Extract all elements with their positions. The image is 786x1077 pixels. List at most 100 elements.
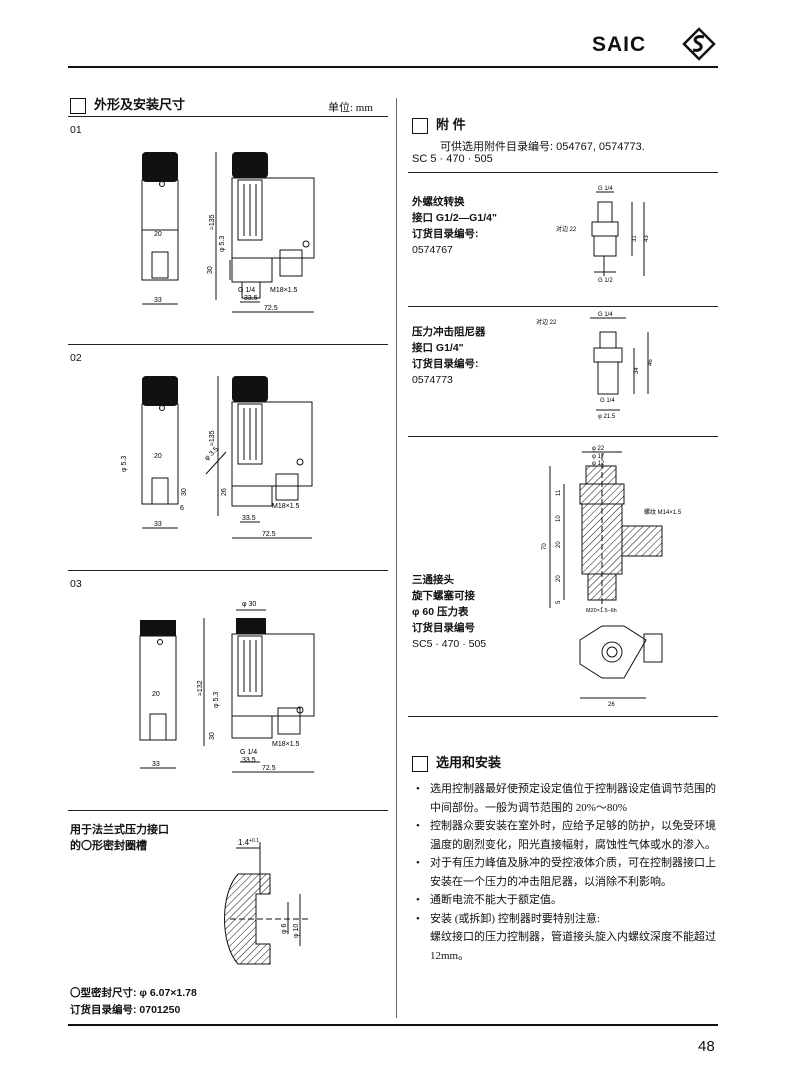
damper-drawing: 对边 22 G 1/4 34 46 G 1/4 φ 21.5 [536,312,654,420]
tee-dim-v3: 20 [556,541,562,548]
tee-dim-w: 26 [608,702,615,708]
v02-dim-w1: 20 [154,453,162,460]
selection-note: 螺纹接口的压力控制器，管道接头旋入内螺纹深度不能超过 12mm。 [430,931,716,962]
flange-dim-a: φ 6 [281,924,288,934]
section-title-dimensions: 外形及安装尺寸 [70,94,185,114]
adapter-dim-bottom: G 1/2 [598,278,613,284]
tee-line-4: 订货目录编号 [412,622,475,634]
footer-rule [68,1024,718,1026]
tee-dim-side: 螺纹 M14×1.5 [644,508,682,516]
unit-label: 单位: mm [328,102,373,114]
tee-dim-v6: 5 [556,600,562,604]
left-rule-4 [68,810,388,811]
v01-dim-thread-side: M18×1.5 [270,287,298,294]
right-rule-3 [408,436,718,437]
checkbox-icon [70,97,86,114]
flange-drawing: 1.4+0.1 φ 6 φ 10 [224,838,310,965]
section-title-selection: 选用和安装 [412,752,501,772]
v03-dim-w3: 33.5 [242,757,256,764]
v01-dim-d2: 30 [207,266,214,274]
damper-dim-bottom: G 1/4 [600,398,615,404]
tee-dim-v4: 70 [542,543,548,550]
tee-dim-v2: 10 [556,515,562,522]
tee-line-5: SC5 · 470 · 505 [412,638,487,650]
flange-dim-top: 1.4+0.1 [238,838,259,847]
v03-dim-top: φ 30 [242,601,256,608]
tee-line-2: 旋下螺塞可接 [412,590,475,602]
damper-line-1: 压力冲击阻尼器 [412,326,486,338]
v01-dim-h: ≈135 [209,214,216,230]
tee-line-1: 三通接头 [412,574,454,586]
damper-text: 压力冲击阻尼器 接口 G1/4" 订货目录编号: 0574773 [412,324,486,388]
adapter-line-1: 外螺纹转换 [412,196,465,208]
v01-dim-w4: 72.5 [264,305,278,312]
v01-dim-w3: 33.5 [244,295,258,302]
selection-list-wrap: 选用控制器最好使预定设定值位于控制器设定值调节范围的中间部份。一般为调节范围的 … [416,780,716,965]
flange-oring-label: 〇型密封尺寸: φ 6.07×1.78 [70,987,197,999]
v03-dim-d2: 30 [209,732,216,740]
variant-03-drawing: φ 30 ≈132 φ 5.3 20 33 30 M18×1.5 G 1/4 3… [139,601,315,773]
brand-logo: SAIC [592,27,722,61]
selection-item-3: 对于有压力峰值及脉冲的受控液体介质，可在控制器接口上安装在一个压力的冲击阻尼器，… [416,854,716,891]
damper-dim-h2: 46 [648,359,654,366]
adapter-line-2: 接口 G1/2—G1/4" [412,212,497,224]
flange-title-line1: 用于法兰式压力接口 [70,824,169,836]
tee-dim-v5: 20 [556,575,562,582]
v03-dim-w2: 33 [152,761,160,768]
v02-dim-h: ≈135 [209,430,216,446]
damper-dim-h1: 34 [634,367,640,374]
selection-item-4: 通断电流不能大于额定值。 [416,891,716,910]
adapter-dim-flats: 对边 22 [556,225,577,233]
checkbox-icon [412,755,428,772]
v03-dim-w1: 20 [152,691,160,698]
column-divider [396,98,397,1018]
v02-dim-w4: 72.5 [262,531,276,538]
tee-text: 三通接头 旋下螺塞可接 φ 60 压力表 订货目录编号 SC5 · 470 · … [412,572,486,652]
damper-dim-flats: 对边 22 [536,318,557,326]
damper-line-3: 订货目录编号: [412,358,479,370]
accessories-line-2: SC 5 · 470 · 505 [412,153,493,165]
page-number: 48 [698,1038,715,1055]
tee-dim-d3: φ 12 [592,461,605,467]
selection-item-5: 安装 (或拆卸) 控制器时要特别注意: [416,910,716,929]
flange-title-line2: 的〇形密封圈槽 [70,840,147,852]
v02-dim-w2: 33 [154,521,162,528]
flange-dim-b: φ 10 [293,924,300,938]
damper-dim-dia: φ 21.5 [598,414,616,420]
damper-dim-top: G 1/4 [598,312,613,318]
v03-dim-h: ≈132 [197,680,204,696]
right-rule-2 [408,306,718,307]
v03-dim-thread-top: G 1/4 [240,749,257,756]
left-rule-2 [68,344,388,345]
selection-item-1: 选用控制器最好使预定设定值位于控制器设定值调节范围的中间部份。一般为调节范围的 … [416,780,716,817]
v01-dim-d1: φ 5.3 [219,236,226,252]
v02-dim-thread-side: M18×1.5 [272,503,300,510]
v02-dim-d3: 6 [180,505,184,512]
selection-item-2: 控制器众要安装在室外时，应给予足够的防护，以免受环境温度的剧烈变化，阳光直接幅射… [416,817,716,854]
variant-01-drawing: ≈135 20 33 φ 5.3 30 G 1/4 M18×1.5 33.5 7… [141,152,315,313]
section-title-accessories: 附 件 [412,114,466,134]
adapter-dim-h1: 31 [632,235,638,242]
variant-03-label: 03 [70,578,82,590]
adapter-drawing: G 1/4 对边 22 31 43 G 1/2 [556,186,650,284]
selection-list: 选用控制器最好使预定设定值位于控制器设定值调节范围的中间部份。一般为调节范围的 … [416,780,716,928]
v03-dim-thread-side: M18×1.5 [272,741,300,748]
v03-dim-w4: 72.5 [262,765,276,772]
adapter-dim-top: G 1/4 [598,186,613,192]
damper-line-2: 接口 G1/4" [412,342,464,354]
logo-text: SAIC [592,33,647,56]
adapter-text: 外螺纹转换 接口 G1/2—G1/4" 订货目录编号: 0574767 [412,194,497,258]
left-rule-1 [68,116,388,117]
checkbox-icon [412,117,428,134]
right-rule-4 [408,716,718,717]
left-rule-3 [68,570,388,571]
v02-dim-d4: 26 [221,488,228,496]
tee-dim-d2: φ 17 [592,454,605,460]
header-rule [68,66,718,68]
v02-dim-d2: 30 [181,488,188,496]
logo-icon [682,27,716,61]
adapter-line-3: 订货目录编号: [412,228,479,240]
variant-02-label: 02 [70,352,82,364]
damper-line-4: 0574773 [412,374,453,386]
v01-dim-w1: 20 [154,231,162,238]
